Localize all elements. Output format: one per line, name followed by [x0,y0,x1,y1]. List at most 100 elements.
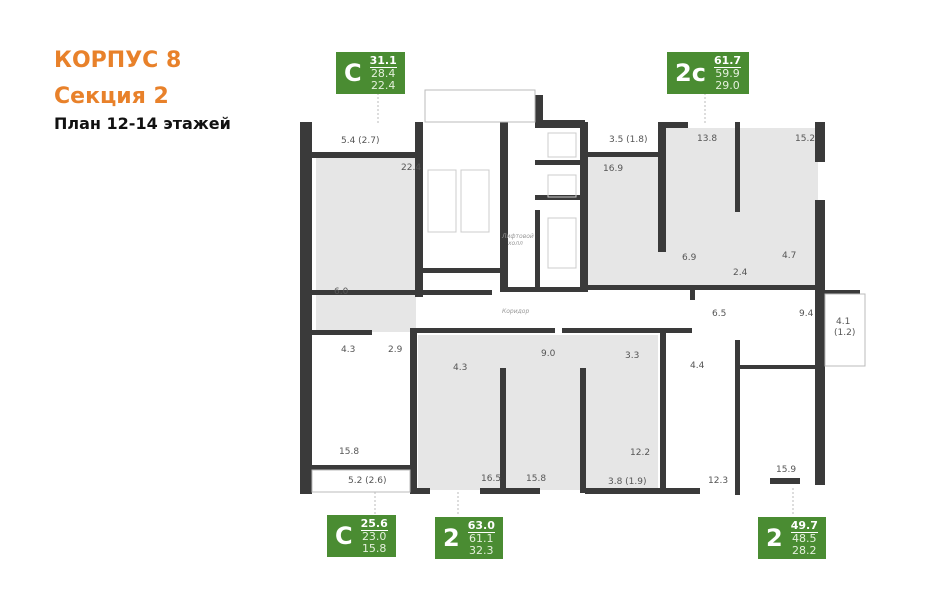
total-area: 25.6 [360,516,388,531]
room-area: 4.3 [341,345,355,355]
wall [740,365,818,369]
total-area: 31.1 [369,53,397,68]
corridor-label: Коридор [502,308,529,315]
section-title: Секция 2 [54,84,169,109]
wall [312,330,372,335]
wall [410,328,555,333]
wall [815,200,825,370]
total-area: 49.7 [790,518,818,533]
room-area: 15.8 [361,541,387,555]
room-fill [316,157,416,332]
apartment-type: 2 [443,524,460,552]
stairs [427,132,577,269]
room-area: 6.5 [712,309,726,319]
room-area: 22.4 [370,78,396,92]
stair-flight [547,217,577,269]
room-area: 15.2 [795,134,815,144]
plan-subtitle: План 12-14 этажей [54,114,231,133]
lift-hall-label: Лифтовой [501,233,534,240]
room-area: 15.8 [526,474,546,484]
room-area: 32.3 [469,543,494,557]
apartment-type: С [344,59,362,87]
room-area: 12.2 [630,448,650,458]
room-fill [663,128,818,290]
room-area: 9.4 [799,309,814,319]
room-area: 4.7 [782,251,796,261]
wall [580,122,588,292]
wall [410,328,417,493]
wall [815,122,825,162]
wall [508,287,583,292]
wall [500,368,506,493]
room-fill [418,335,658,490]
apartment-type: 2 [766,524,783,552]
balcony-outline [424,89,536,123]
room-area: 28.2 [792,543,817,557]
room-area: 5.4 (2.7) [341,136,380,146]
room-area: 5.2 (2.6) [348,476,387,486]
room-area: 6.0 [334,287,349,297]
total-area: 63.0 [467,518,495,533]
wall [312,290,402,295]
room-area: 29.0 [715,78,740,92]
area: 48.5 [792,531,817,545]
wall [658,122,666,252]
wall [500,122,508,292]
wall [480,488,540,494]
room-area: 12.3 [708,476,728,486]
stair-flight [460,169,490,233]
wall [300,122,312,494]
room-area: 9.0 [541,349,556,359]
apartment-type: С [335,522,353,550]
wall [585,488,660,494]
wall [535,120,585,128]
area: 28.4 [370,66,396,80]
wall [300,488,312,494]
wall [415,122,423,297]
room-area: 4.4 [690,361,705,371]
balcony-outline [824,293,866,367]
wall [815,370,825,485]
lift-hall-label: холл [507,240,523,247]
room-area: 16.5 [481,474,501,484]
area: 23.0 [361,529,387,543]
wall [770,478,800,484]
room-area: 4.1 [836,317,850,327]
room-area: 4.3 [453,363,467,373]
room-fills [316,128,818,490]
area: 61.1 [469,531,494,545]
room-area: (1.2) [834,328,855,338]
wall [535,95,543,120]
balcony-outline [311,469,411,493]
wall [690,285,695,300]
wall [660,333,666,493]
stair-flight [427,169,457,233]
room-area: 15.9 [776,465,796,475]
room-fill [588,155,663,287]
room-area: 3.8 (1.9) [608,477,647,487]
room-area: 13.8 [697,134,717,144]
room-area: 2.4 [733,268,748,278]
room-area: 2.9 [388,345,403,355]
apartment-type: 2с [675,59,706,87]
wall [580,368,586,493]
balcony-outlines [311,89,866,493]
wall [535,160,585,165]
leader-lines [374,93,794,515]
stair-flight [547,174,577,198]
total-area: 61.7 [713,53,742,68]
building-title: КОРПУС 8 [54,48,182,73]
wall [588,285,818,290]
wall [562,328,692,333]
area: 59.9 [715,66,740,80]
wall [660,488,700,494]
wall [423,268,500,273]
wall [312,465,412,470]
room-area: 3.3 [625,351,639,361]
